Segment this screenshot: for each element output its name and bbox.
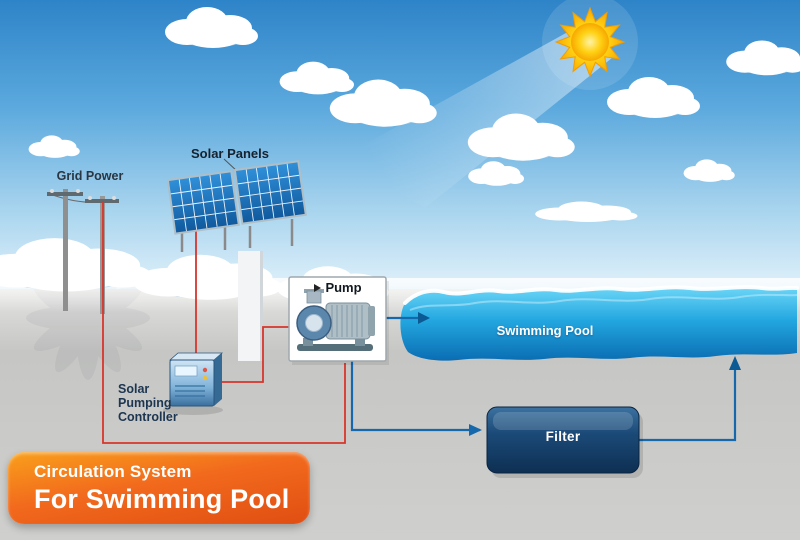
pump-label-text: Pump: [325, 280, 362, 295]
swimming-pool: [400, 285, 799, 361]
controller-label-line1: Solar: [118, 382, 150, 396]
solar-panel-array: [166, 158, 307, 252]
controller-label: Solar Pumping Controller: [118, 382, 202, 424]
filter-unit: [486, 406, 643, 478]
solar-panel-right: [233, 160, 307, 225]
banner-title: For Swimming Pool: [34, 484, 290, 514]
pump-wall: [238, 251, 263, 361]
sun-beam: [340, 28, 612, 208]
pump-pointer-icon: [314, 284, 322, 293]
sun: [542, 0, 638, 90]
electric-wires: [102, 201, 346, 444]
controller-label-line3: Controller: [118, 410, 178, 424]
controller-label-line2: Pumping: [118, 396, 172, 410]
solar-pumping-controller: [163, 352, 224, 415]
solar-panels-label: Solar Panels: [190, 146, 270, 161]
title-banner: Circulation System For Swimming Pool: [8, 452, 310, 524]
pump-label: Pump: [294, 280, 382, 295]
swimming-pool-label: Swimming Pool: [496, 323, 594, 338]
water-pipes: [350, 316, 737, 442]
flow-arrows: [418, 312, 741, 436]
grid-power-label: Grid Power: [56, 169, 124, 183]
pump-unit: [288, 276, 389, 365]
solar-panel-left: [166, 170, 240, 235]
filter-label: Filter: [545, 429, 581, 444]
banner-subtitle: Circulation System: [34, 462, 192, 481]
